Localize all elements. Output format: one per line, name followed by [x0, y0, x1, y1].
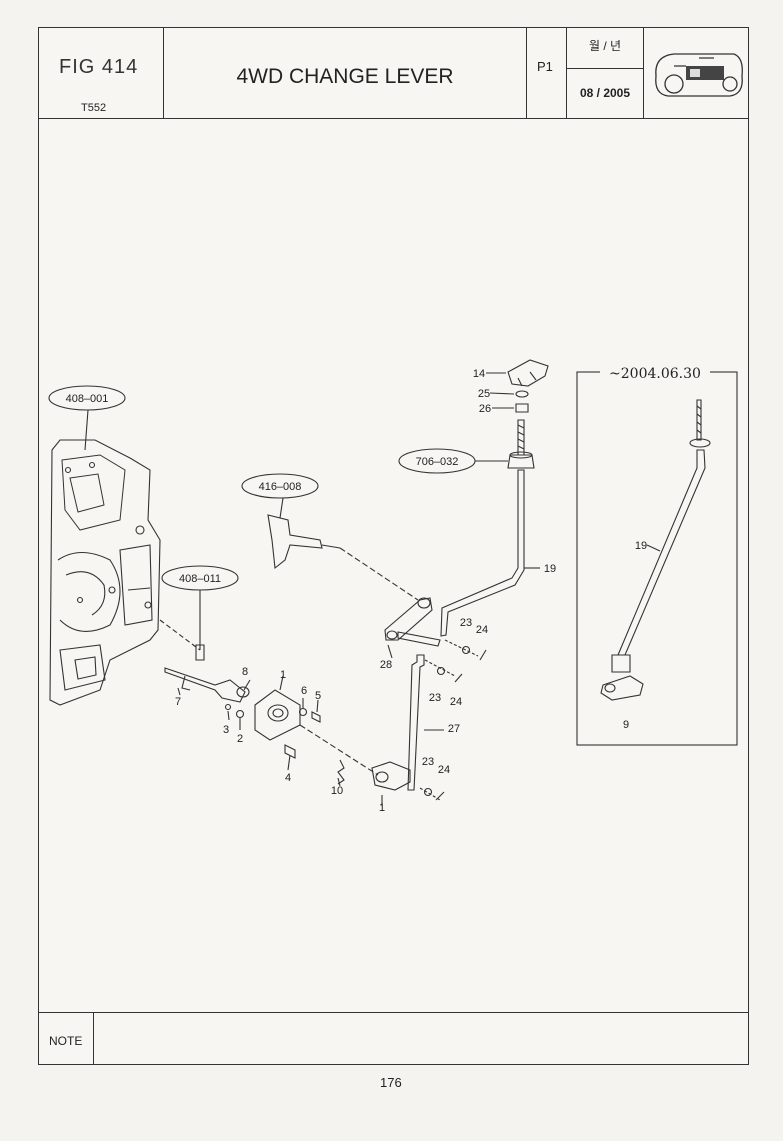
ref-408-001: 408–001 [66, 393, 109, 405]
page-number: 176 [380, 1075, 402, 1090]
rod-19 [440, 469, 525, 637]
inset-label-9: 9 [623, 719, 629, 731]
page-title: 4WD CHANGE LEVER [236, 65, 454, 88]
part-label-10: 10 [331, 785, 343, 797]
boot-706-032 [507, 454, 535, 469]
part-1-housing [254, 689, 301, 741]
part-label-19: 19 [544, 563, 556, 575]
part-label-5: 5 [315, 690, 321, 702]
note-label: NOTE [49, 1034, 83, 1048]
drawing-sheet: FIG 414 T552 4WD CHANGE LEVER P1 월 / 년 0… [38, 27, 749, 1065]
note-label-cell: NOTE [39, 1013, 94, 1065]
part-label-24b: 24 [450, 696, 462, 708]
model-code: T552 [81, 102, 107, 114]
page-code: P1 [537, 59, 553, 74]
part-label-27: 27 [448, 723, 460, 735]
part-label-25: 25 [478, 388, 490, 400]
transmission-housing [49, 439, 161, 706]
title-cell: 4WD CHANGE LEVER [164, 28, 527, 118]
ref-706-032: 706–032 [416, 456, 459, 468]
inset-date: ~2004.06.30 [609, 366, 701, 382]
part-label-2: 2 [237, 733, 243, 745]
lower-lever [371, 761, 411, 791]
part-label-1-lower: 1 [379, 802, 385, 814]
lever-28 [384, 597, 433, 641]
ref-416-008: 416–008 [259, 481, 302, 493]
inset-label-19: 19 [635, 540, 647, 552]
date-value: 08 / 2005 [579, 86, 631, 100]
fig-number: FIG 414 [59, 56, 139, 78]
part-label-23b: 23 [429, 692, 441, 704]
inset-box [576, 371, 738, 746]
inset-part-9 [600, 675, 644, 701]
part-label-7: 7 [175, 696, 181, 708]
part-label-24a: 24 [476, 624, 488, 636]
part-label-1: 1 [280, 669, 286, 681]
tractor-logo-icon [655, 53, 743, 97]
date-label: 월 / 년 [588, 39, 622, 53]
part-label-3: 3 [223, 724, 229, 736]
tractor-logo-cell [644, 28, 748, 118]
part-label-8: 8 [242, 666, 248, 678]
part-label-23c: 23 [422, 756, 434, 768]
part-label-26: 26 [479, 403, 491, 415]
part-label-28: 28 [380, 659, 392, 671]
page-code-cell: P1 [527, 28, 567, 118]
part-label-14: 14 [473, 368, 485, 380]
part-label-4: 4 [285, 772, 291, 784]
note-row: NOTE [39, 1012, 748, 1065]
ref-408-011: 408–011 [179, 573, 221, 585]
part-7-shaft [164, 667, 246, 703]
rod-27 [407, 654, 425, 791]
fig-cell: FIG 414 T552 [39, 28, 164, 118]
part-label-24c: 24 [438, 764, 450, 776]
date-cell: 월 / 년 08 / 2005 [567, 28, 644, 118]
header-row: FIG 414 T552 4WD CHANGE LEVER P1 월 / 년 0… [39, 28, 748, 119]
part-label-23a: 23 [460, 617, 472, 629]
part-label-6: 6 [301, 685, 307, 697]
shift-fork [267, 514, 323, 570]
knob-14 [507, 359, 549, 387]
inset-rod-19 [617, 449, 706, 656]
